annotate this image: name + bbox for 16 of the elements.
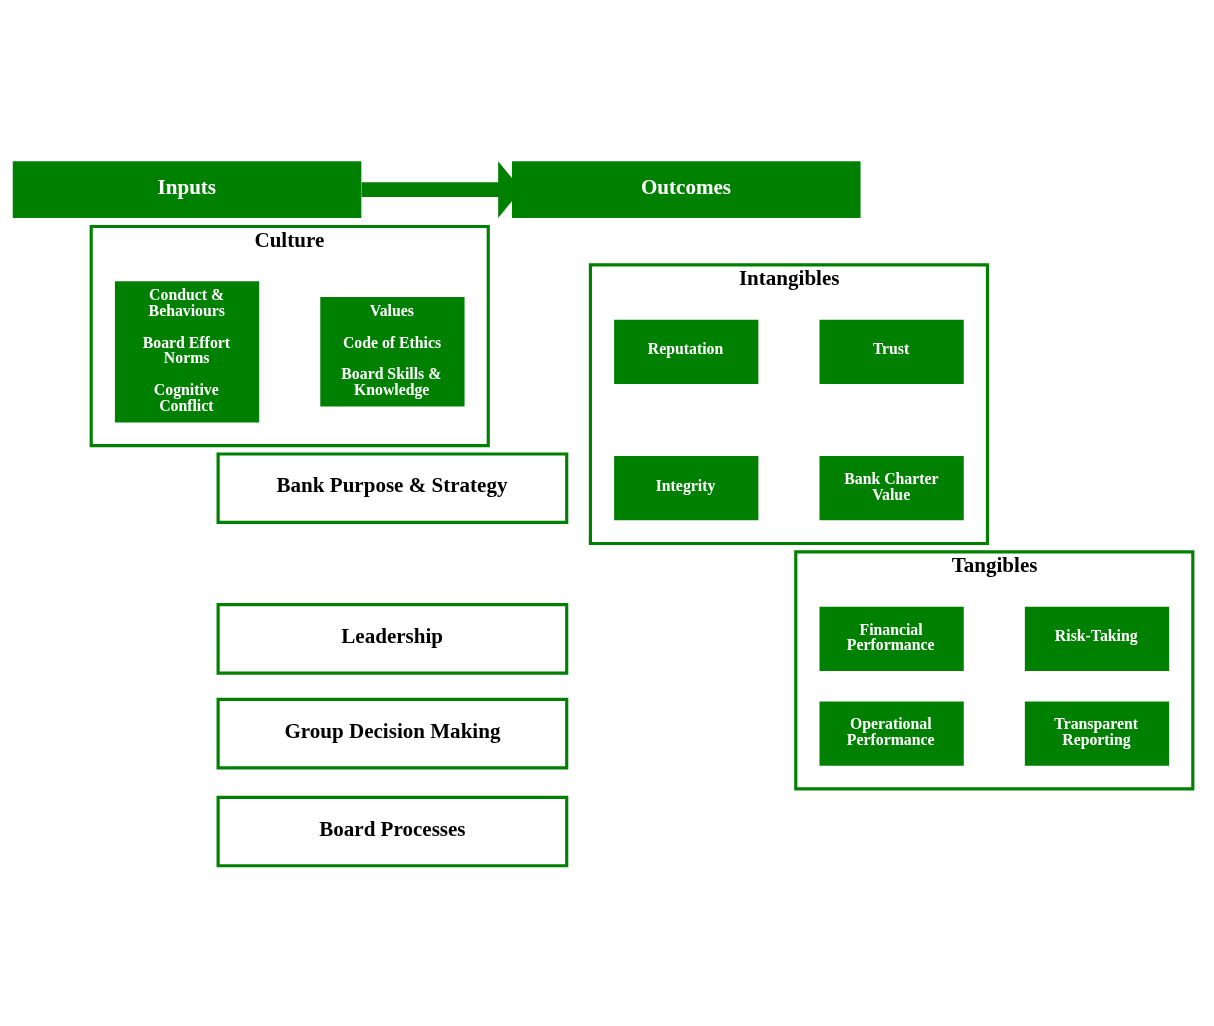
node-box: Group Decision Making (216, 697, 569, 769)
node-box: Conduct & Behaviours Board Effort Norms Cognitive Conflict (114, 280, 260, 422)
node-box: Inputs (12, 160, 362, 218)
node-box: Outcomes (511, 160, 861, 218)
node-box: Transparent Reporting (1024, 701, 1170, 766)
node-box: Leadership (216, 602, 569, 675)
node-box: Bank Purpose & Strategy (216, 451, 569, 524)
node-box: Board Processes (216, 795, 569, 867)
node-box: Reputation (614, 319, 759, 384)
node-box: Financial Performance (819, 606, 964, 671)
node-box: Risk-Taking (1024, 606, 1170, 671)
node-box: Bank Charter Value (819, 455, 964, 520)
node-box: Operational Performance (819, 701, 964, 766)
node-box: Values Code of Ethics Board Skills & Knowledge (320, 296, 465, 407)
node-box: Trust (819, 319, 964, 384)
node-box: Integrity (614, 455, 759, 520)
